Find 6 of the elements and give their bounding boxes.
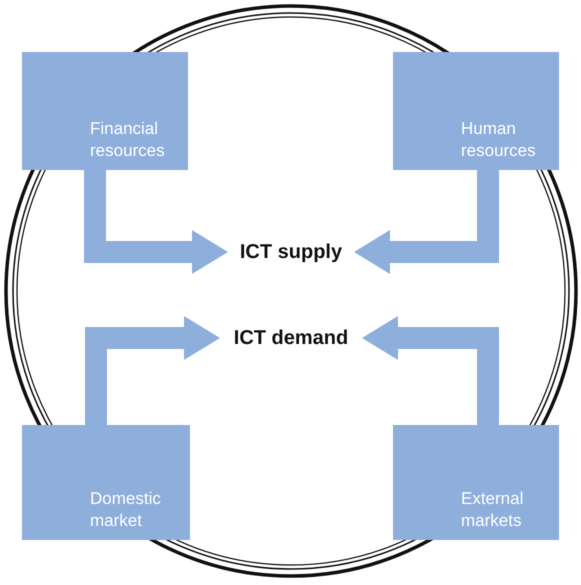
arrow — [354, 170, 499, 274]
center-label: ICT demand — [220, 323, 362, 353]
center-label: ICT supply — [228, 237, 354, 267]
arrow — [362, 316, 499, 425]
arrow — [84, 170, 228, 274]
arrow — [85, 316, 220, 425]
